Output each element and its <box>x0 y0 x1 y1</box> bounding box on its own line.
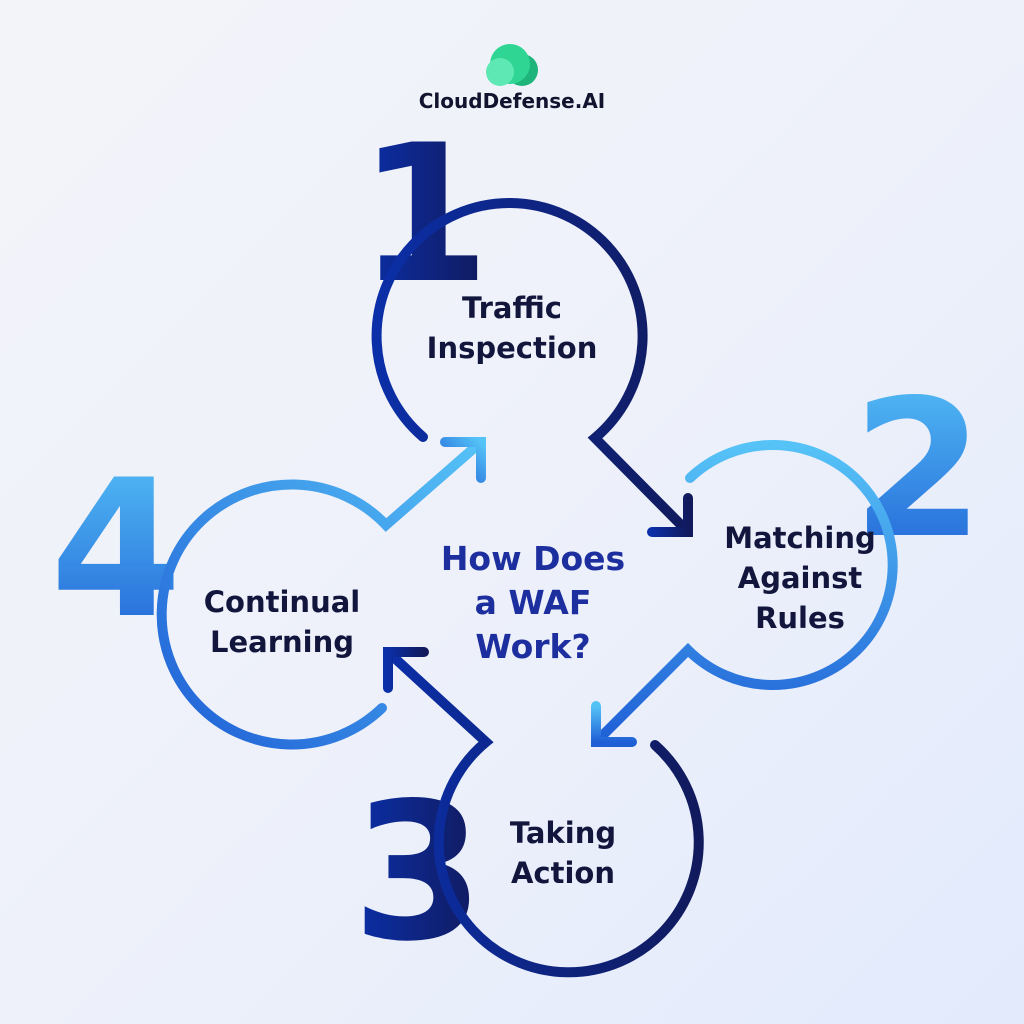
step-4-label-line2: Learning <box>210 625 354 659</box>
step-3-label-line1: Taking <box>510 816 616 850</box>
step-2-label-line1: Matching <box>724 521 875 555</box>
title-line3: Work? <box>475 627 590 666</box>
title-line1: How Does <box>441 539 625 578</box>
step-1-ring <box>371 198 693 537</box>
title-line2: a WAF <box>475 583 592 622</box>
step-1-label-line2: Inspection <box>427 331 598 365</box>
step-3-label-line2: Action <box>511 856 615 890</box>
cloud-logo-icon <box>486 44 538 86</box>
step-2-label-line3: Rules <box>755 601 845 635</box>
step-2-label-line2: Against <box>738 561 863 595</box>
step-2-ring <box>591 439 898 747</box>
step-4-label-line1: Continual <box>204 585 360 619</box>
brand-name: CloudDefense.AI <box>419 89 605 113</box>
step-3-ring <box>383 647 704 978</box>
step-1-label-line1: Traffic <box>462 291 562 325</box>
step-4-ring <box>156 437 486 750</box>
step-number-2: 2 <box>852 359 984 580</box>
step-number-3: 3 <box>352 762 484 983</box>
